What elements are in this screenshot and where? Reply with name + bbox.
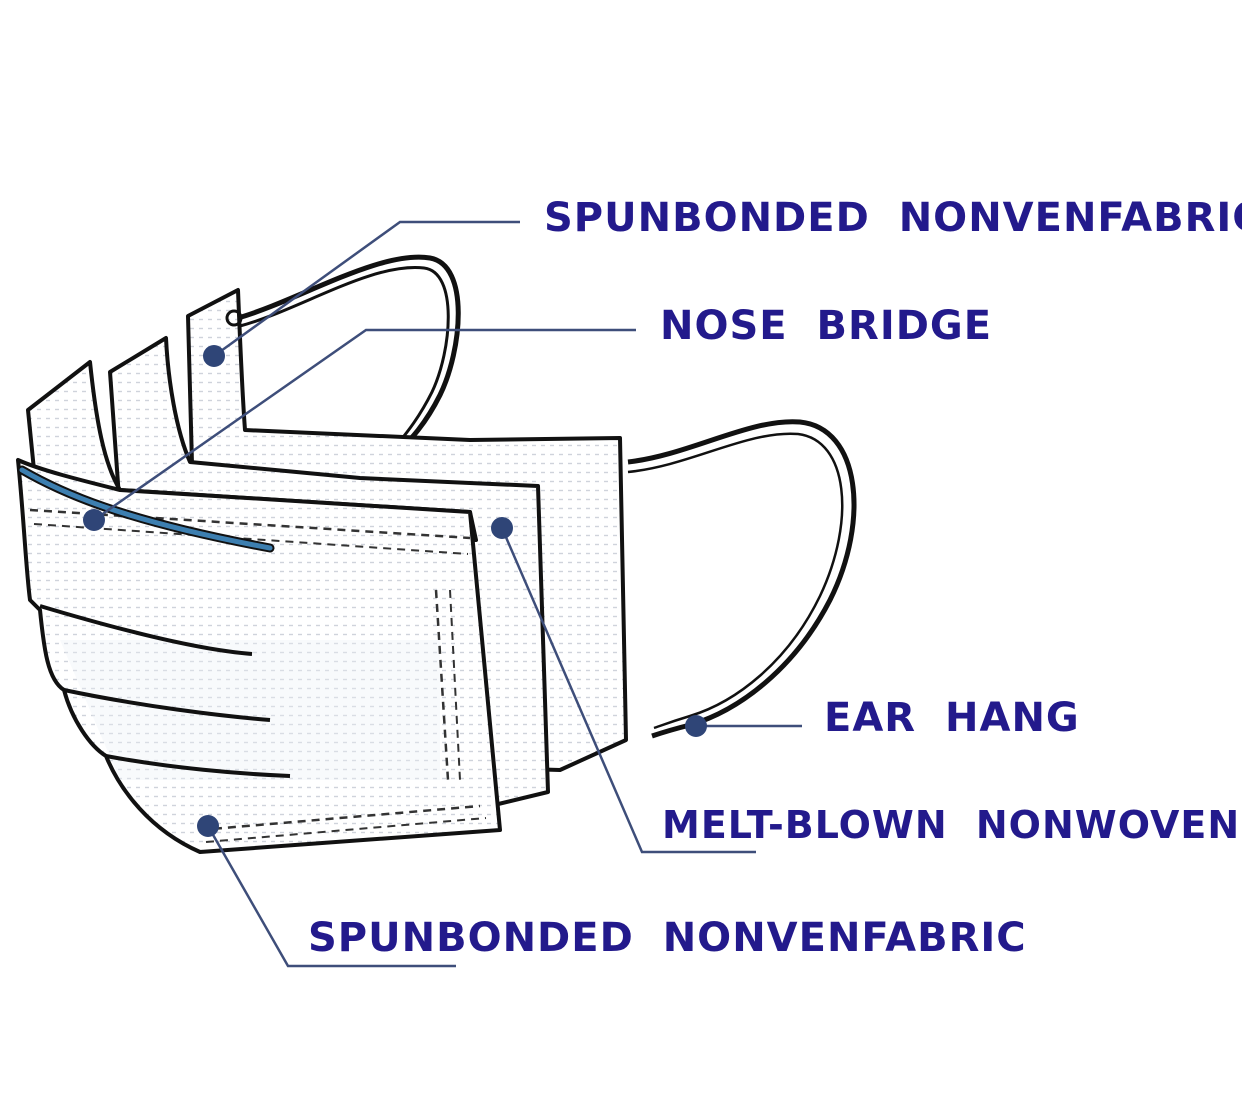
leader-spunbonded-bottom	[206, 825, 456, 968]
stitch-bottom	[199, 804, 481, 832]
ear-loop-lower-inner	[627, 432, 844, 730]
front-layer-tint	[60, 640, 440, 780]
pleat-line-3	[105, 754, 291, 778]
leader-nose-bridge	[93, 328, 636, 522]
label-spunbonded-bottom: SPUNBONDED NONVENFABRIC	[308, 915, 1027, 961]
label-nose-bridge: NOSE BRIDGE	[660, 303, 993, 349]
leader-spunbonded-top	[213, 220, 520, 358]
front-layer-body	[16, 458, 502, 854]
pleat-line-1	[39, 604, 253, 656]
stitch-bottom-2	[205, 817, 487, 843]
stitch-top-2	[33, 523, 469, 555]
marker-spunbonded-bottom	[197, 815, 219, 837]
ear-loop-lower	[627, 419, 857, 739]
ear-loop-upper-inner	[239, 265, 450, 447]
nose-wire-fill	[19, 467, 273, 551]
ear-loop-eyelet	[225, 309, 243, 327]
pleat-line-2	[63, 688, 271, 722]
label-ear-hang: EAR HANG	[824, 695, 1080, 741]
leader-melt-blown	[500, 527, 756, 854]
marker-spunbonded-top	[203, 345, 225, 367]
label-spunbonded-top: SPUNBONDED NONVENFABRIC	[544, 195, 1242, 241]
marker-melt-blown	[491, 517, 513, 539]
ear-loop-upper	[237, 254, 461, 452]
stitch-side-2	[449, 589, 461, 781]
label-melt-blown: MELT-BLOWN NONWOVEN	[662, 803, 1241, 847]
stitch-side	[434, 589, 450, 781]
marker-ear-hang	[685, 715, 707, 737]
marker-nose-bridge	[83, 509, 105, 531]
